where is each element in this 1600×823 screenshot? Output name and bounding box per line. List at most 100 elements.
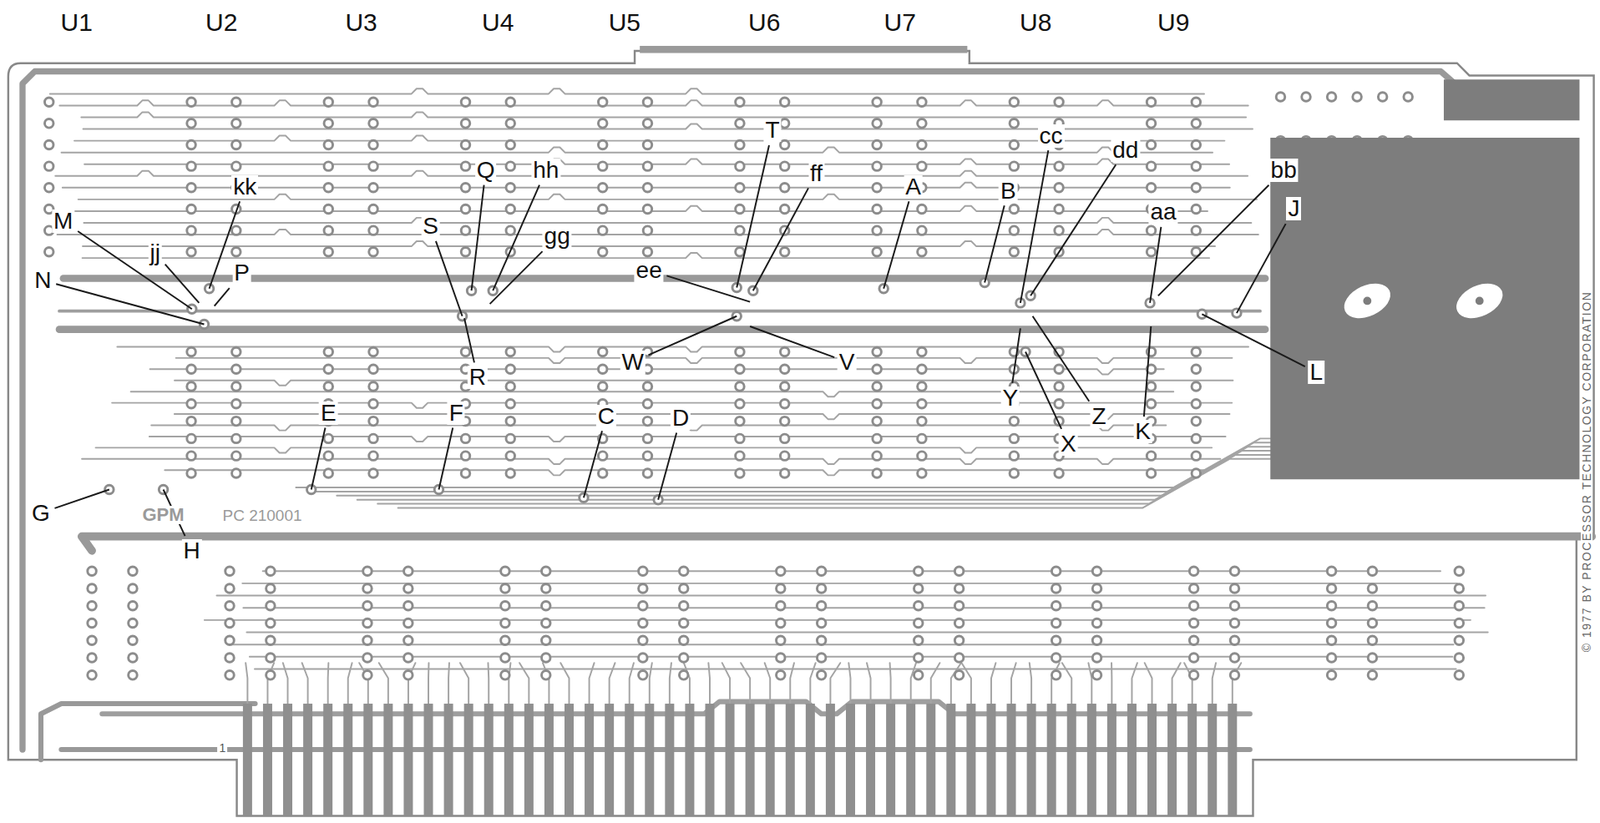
solder-pad: [1377, 92, 1388, 102]
finger-trace: [789, 663, 795, 704]
solder-pad: [324, 140, 334, 150]
solder-pad: [1230, 653, 1240, 664]
solder-pad: [324, 162, 334, 172]
signal-trace: [242, 582, 1458, 585]
solder-pad: [1367, 618, 1378, 628]
mounting-hole: [1338, 276, 1397, 325]
pin-number: 1: [217, 742, 228, 755]
solder-pad: [1191, 434, 1201, 444]
solder-pad: [225, 618, 235, 628]
edge-finger: [664, 703, 674, 816]
solder-pad: [776, 602, 786, 612]
callout-letter: kk: [231, 175, 259, 199]
solder-pad: [643, 140, 653, 150]
solder-pad: [187, 416, 197, 426]
finger-trace: [911, 663, 917, 704]
solder-pad: [369, 364, 379, 375]
solder-pad: [638, 636, 649, 646]
solder-pad: [1146, 119, 1156, 129]
solder-pad: [638, 671, 649, 681]
solder-pad: [872, 140, 882, 150]
edge-finger: [504, 703, 514, 816]
leader-line: [55, 489, 110, 508]
leader-line: [1201, 313, 1305, 367]
finger-trace: [1062, 663, 1072, 704]
solder-pad: [541, 653, 552, 664]
solder-pad: [779, 204, 790, 214]
solder-pad: [779, 183, 790, 193]
solder-pad: [232, 140, 242, 150]
signal-trace: [96, 447, 1213, 453]
solder-pad: [872, 204, 882, 214]
edge-finger: [725, 703, 735, 816]
solder-pad: [1191, 382, 1201, 392]
callout-letter: K: [1133, 420, 1153, 444]
finger-trace: [764, 663, 771, 704]
solder-pad: [1051, 653, 1061, 664]
callout-letter: S: [420, 214, 441, 238]
finger-trace: [890, 663, 892, 704]
callout-letter: aa: [1148, 200, 1178, 224]
solder-pad: [1054, 97, 1064, 107]
solder-pad: [1092, 636, 1102, 646]
solder-pad: [369, 97, 379, 107]
leader-line: [1025, 352, 1062, 430]
solder-pad: [1189, 584, 1199, 594]
solder-pad: [1146, 226, 1156, 236]
finger-trace: [1232, 663, 1241, 704]
solder-pad: [460, 451, 471, 461]
solder-pad: [1191, 469, 1201, 479]
solder-pad: [1230, 602, 1240, 612]
solder-pad: [1191, 400, 1201, 410]
solder-pad: [776, 636, 786, 646]
solder-pad: [917, 140, 927, 150]
solder-pad: [363, 653, 373, 664]
edge-finger: [584, 703, 594, 816]
ground-trace: [22, 71, 1458, 751]
solder-pad: [266, 567, 276, 577]
finger-trace: [560, 663, 569, 704]
edge-finger: [263, 703, 273, 816]
edge-finger: [544, 703, 554, 816]
signal-trace: [83, 217, 1251, 223]
solder-pad: [816, 584, 826, 594]
solder-pad: [1009, 226, 1019, 236]
callout-letter: F: [447, 401, 466, 426]
edge-finger: [886, 703, 896, 816]
leader-line: [749, 326, 835, 358]
solder-pad: [597, 364, 608, 375]
solder-pad: [187, 451, 197, 461]
solder-pad: [1230, 636, 1240, 646]
callout-letter: B: [998, 179, 1018, 203]
callout-letter: Z: [1089, 405, 1108, 429]
solder-pad: [1009, 162, 1019, 172]
solder-pad: [1454, 618, 1464, 628]
solder-pad: [1054, 469, 1064, 479]
callout-letter: P: [232, 261, 252, 285]
solder-pad: [506, 204, 516, 214]
solder-pad: [1230, 584, 1240, 594]
signal-trace: [254, 668, 1457, 671]
edge-finger: [484, 703, 494, 816]
solder-pad: [638, 618, 649, 628]
solder-pad: [128, 618, 138, 628]
callout-letter: T: [763, 118, 781, 142]
leader-line: [55, 283, 204, 325]
solder-pad: [597, 204, 608, 214]
solder-pad: [187, 400, 197, 410]
solder-pad: [872, 119, 882, 129]
signal-trace: [176, 358, 1233, 364]
solder-pad: [324, 97, 334, 107]
solder-pad: [776, 618, 786, 628]
solder-pad: [597, 183, 608, 193]
solder-pad: [324, 183, 334, 193]
solder-pad: [913, 671, 923, 681]
solder-pad: [1051, 584, 1061, 594]
solder-pad: [913, 653, 923, 664]
finger-trace: [740, 663, 750, 704]
solder-pad: [363, 618, 373, 628]
power-trace: [101, 702, 1251, 715]
solder-pad: [1009, 140, 1019, 150]
solder-pad: [324, 451, 334, 461]
